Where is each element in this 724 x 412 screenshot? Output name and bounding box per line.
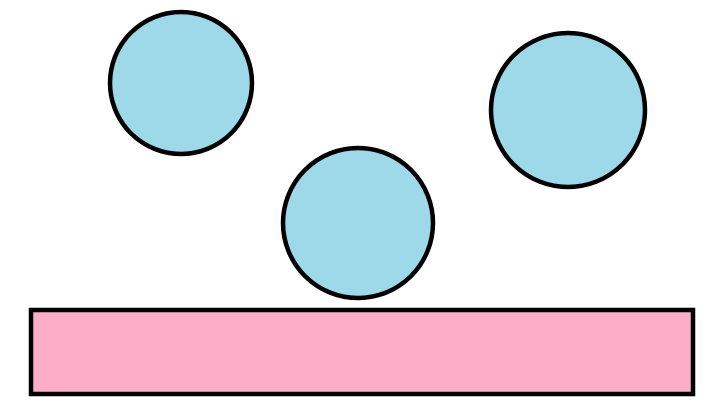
circle-right [488,30,648,190]
circle-center [280,145,436,301]
base-rectangle [28,307,696,397]
circle-top-left [107,9,255,157]
